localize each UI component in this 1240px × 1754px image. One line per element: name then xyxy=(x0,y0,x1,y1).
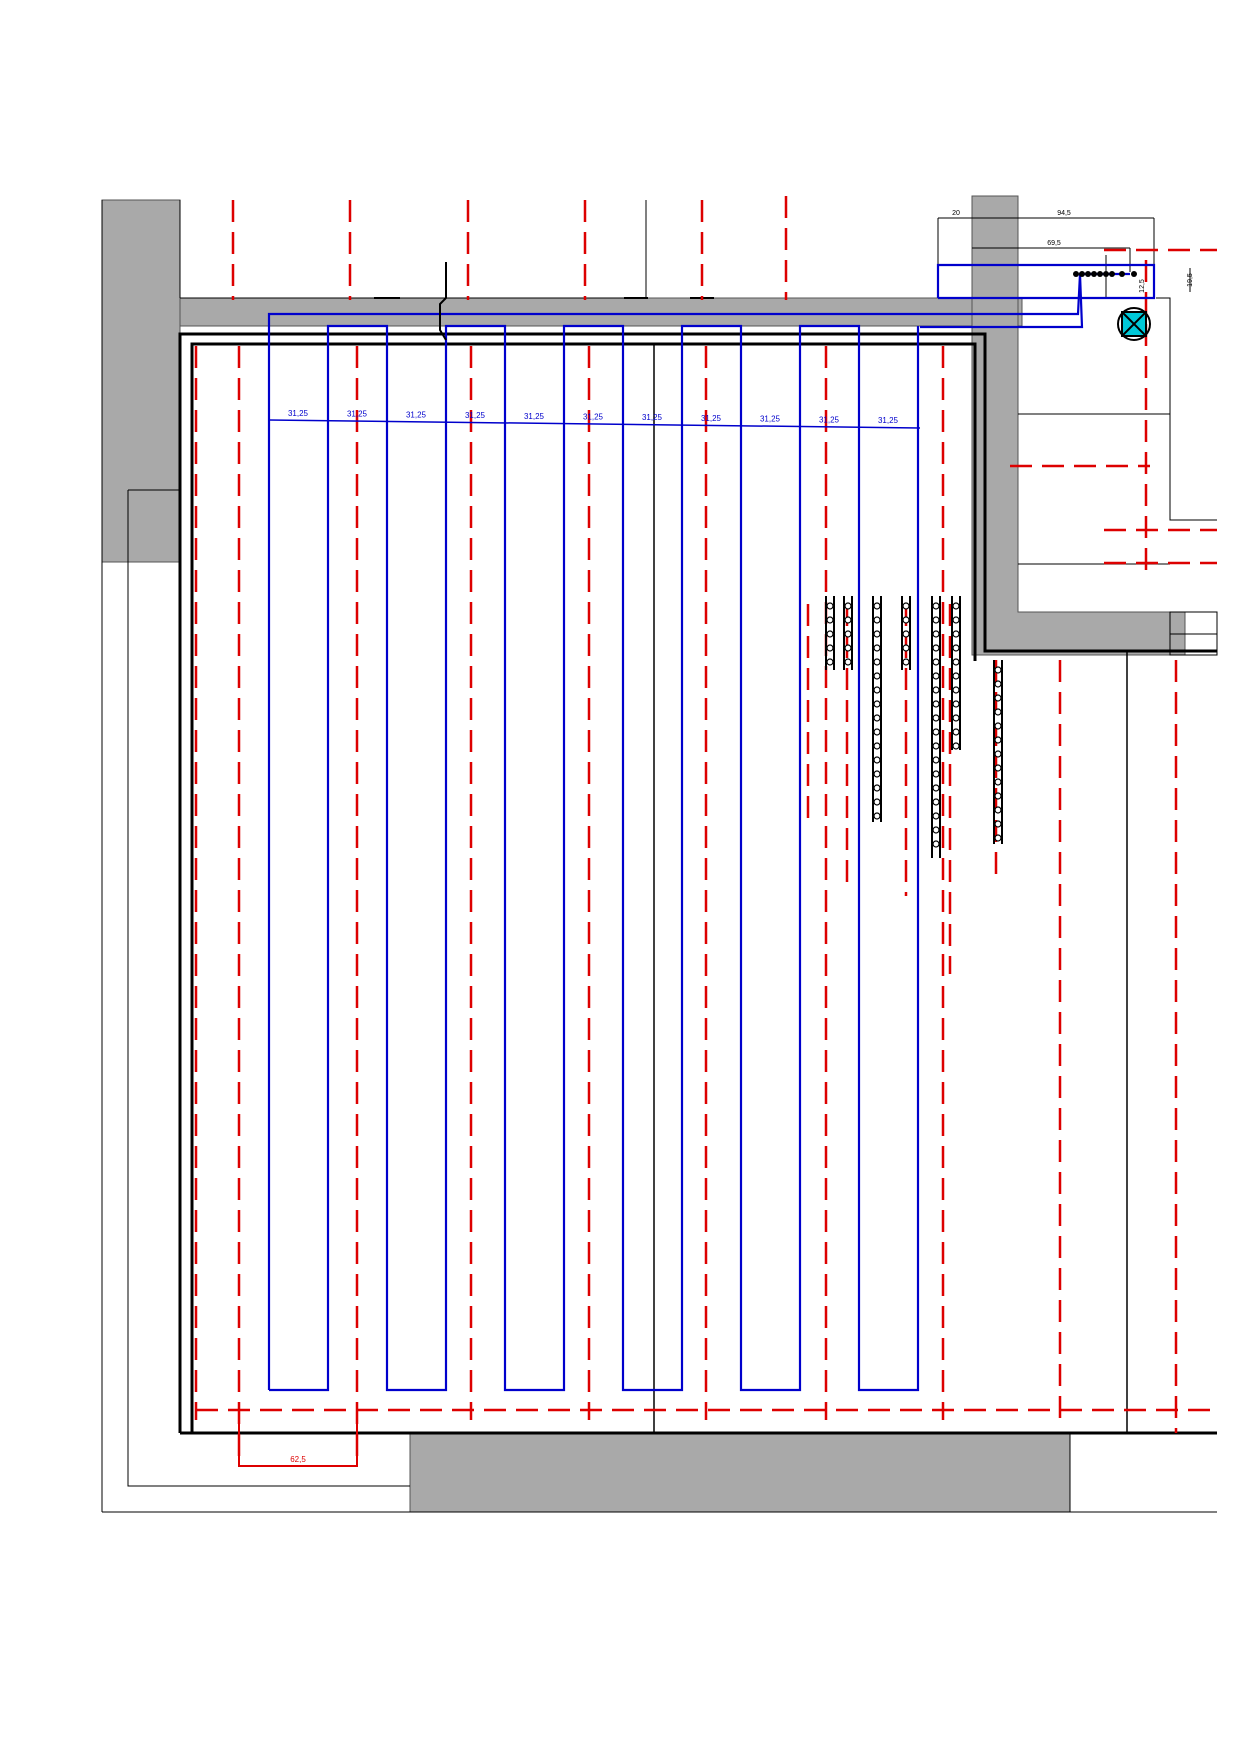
rail-symbol xyxy=(951,596,961,750)
top-right-dimensions: 20 94,5 69,5 12,5 19,5 xyxy=(952,210,1194,293)
manifold-icon xyxy=(1117,307,1151,341)
manifold-outlets xyxy=(1073,271,1137,277)
architecture-outlines xyxy=(101,200,1218,1513)
heating-pipe xyxy=(267,263,1156,1392)
pipe-riser-icon xyxy=(439,262,447,341)
rail-symbols xyxy=(825,596,1003,858)
bottom-wall-block xyxy=(409,1432,1071,1513)
rail-symbol xyxy=(872,596,882,822)
rail-symbol xyxy=(901,596,911,670)
spacing-label: 31,25 xyxy=(583,413,604,422)
spacing-label: 31,25 xyxy=(406,410,427,419)
pipe-top-right-loop xyxy=(936,263,1156,300)
spacing-label: 31,25 xyxy=(819,415,840,424)
room-outline xyxy=(178,332,1217,1435)
axis-lines xyxy=(194,196,1217,1466)
spacing-labels: 31,25 31,25 31,25 31,25 31,25 31,25 31,25 31,25… xyxy=(288,409,899,425)
dim-right-height: 19,5 xyxy=(1187,273,1194,287)
pipe-return-line xyxy=(920,273,1084,329)
spacing-label: 31,25 xyxy=(524,412,545,421)
rail-symbol xyxy=(843,596,853,670)
spacing-label: 31,25 xyxy=(760,415,781,424)
dim-inner-width: 69,5 xyxy=(1047,240,1061,247)
walls xyxy=(101,195,1186,1513)
dim-small-height: 12,5 xyxy=(1139,279,1146,293)
left-wall xyxy=(101,199,181,563)
spacing-label: 31,25 xyxy=(288,409,309,418)
bottom-spacing-dimension: 62,5 xyxy=(238,1420,358,1467)
spacing-label: 31,25 xyxy=(701,414,722,423)
spacing-label: 31,25 xyxy=(642,413,663,422)
dim-left-width: 20 xyxy=(952,210,960,217)
spacing-label: 31,25 xyxy=(347,410,368,419)
rail-symbol xyxy=(993,660,1003,844)
loop-spacing-dimension: 31,25 31,25 31,25 31,25 31,25 31,25 31,25 31,25… xyxy=(268,409,921,429)
top-wall-band xyxy=(179,297,1023,327)
pipe-serpentine xyxy=(269,324,920,1392)
spacing-label: 31,25 xyxy=(465,411,486,420)
rail-symbol xyxy=(931,596,941,858)
rail-symbol xyxy=(825,596,835,670)
spacing-label: 31,25 xyxy=(878,416,899,425)
dim-total-width: 94,5 xyxy=(1057,210,1071,217)
bottom-spacing-label: 62,5 xyxy=(290,1455,306,1464)
